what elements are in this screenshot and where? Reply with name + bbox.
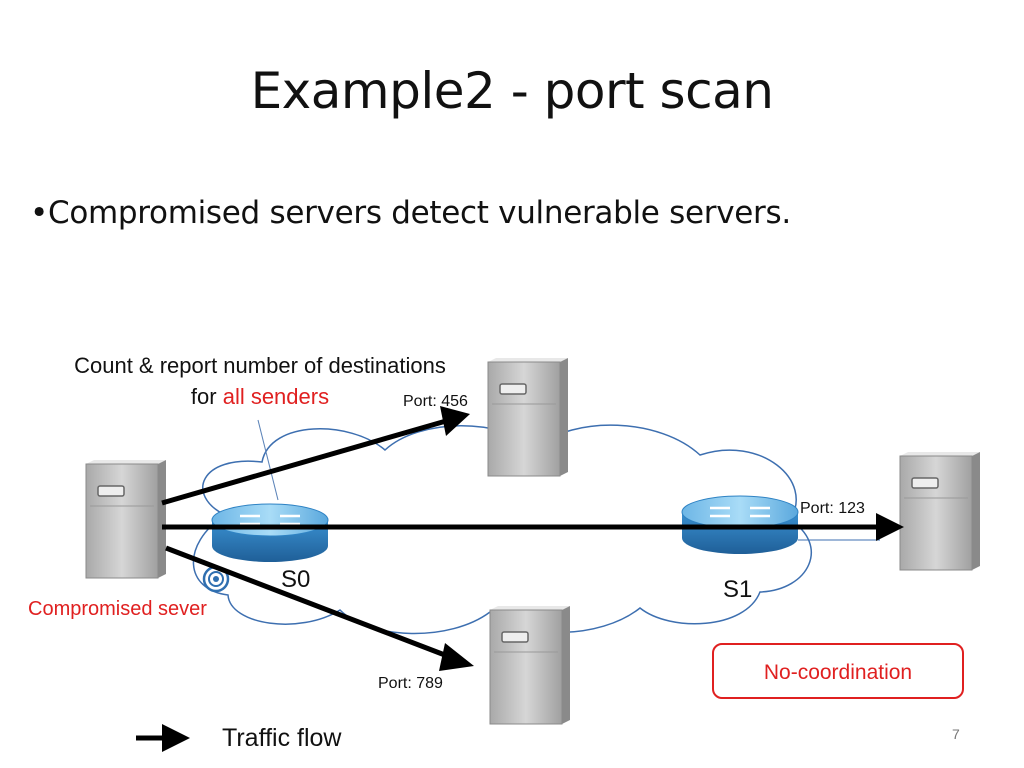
switch-s0-icon [211, 503, 329, 562]
caption-text: Count & report number of destinations fo… [30, 350, 490, 412]
caption-line-2: for all senders [30, 381, 490, 412]
port-top-label: Port: 456 [403, 393, 468, 410]
server-top-icon [487, 358, 568, 477]
legend-traffic-flow-label: Traffic flow [222, 724, 342, 752]
compromised-server-label: Compromised sever [28, 598, 207, 620]
bullet-point: •Compromised servers detect vulnerable s… [30, 195, 791, 231]
server-bottom-icon [489, 606, 570, 725]
page-number: 7 [952, 726, 960, 742]
switch-s0-label: S0 [281, 566, 311, 593]
port-bottom-label: Port: 789 [378, 675, 443, 692]
switch-s1-label: S1 [723, 576, 753, 603]
page-title: Example2 - port scan [250, 62, 774, 120]
traffic-arrow-bottom [165, 545, 474, 671]
port-right-label: Port: 123 [800, 500, 865, 517]
caption-highlight: all senders [222, 384, 330, 409]
caption-line-1: Count & report number of destinations [74, 353, 446, 378]
no-coordination-box: No-coordination [712, 643, 964, 699]
switch-s1-icon [681, 495, 799, 554]
traffic-arrow-top [161, 406, 470, 506]
bullet-text: Compromised servers detect vulnerable se… [48, 195, 791, 231]
caption-pointer [257, 419, 279, 501]
legend-arrow-icon [136, 724, 190, 752]
compromised-server-icon [85, 460, 166, 579]
caption-prefix: for [190, 384, 223, 409]
server-right-icon [899, 452, 980, 571]
traffic-arrow-middle [162, 513, 904, 541]
